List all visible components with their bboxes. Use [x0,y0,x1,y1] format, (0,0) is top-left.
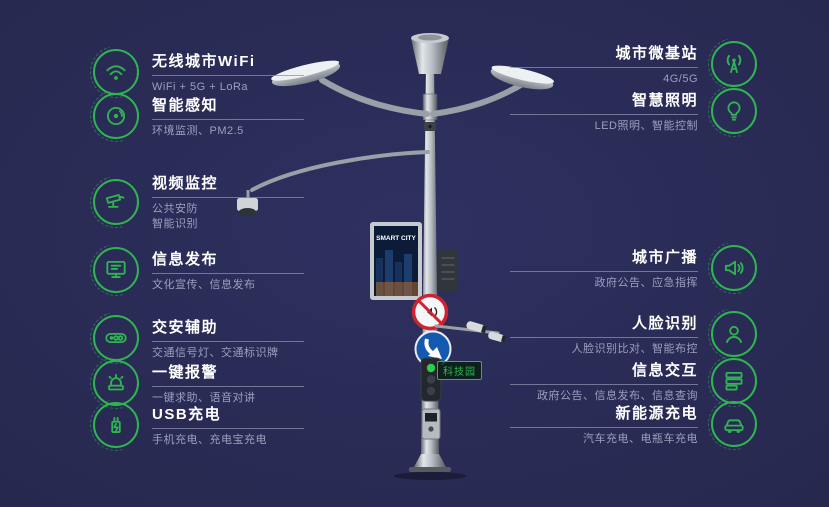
feature-subtitle-line2: 智能识别 [152,217,198,230]
feature-one-key-alarm: 一键报警 一键求助、语音对讲 [93,360,304,406]
feature-text: 智慧照明 LED照明、智能控制 [510,89,698,134]
wifi-icon [93,49,139,95]
feature-video-surveillance: 视频监控 公共安防 智能识别 [93,172,304,232]
feature-information-release: 信息发布 文化宣传、信息发布 [93,247,304,293]
feature-new-energy-charging: 新能源充电 汽车充电、电瓶车充电 [510,401,757,447]
feature-subtitle: 4G/5G [663,72,698,85]
feature-face-recognition: 人脸识别 人脸识别比对、智能布控 [510,311,757,357]
title-underline [152,74,304,76]
feature-title: USB充电 [152,405,222,423]
feature-subtitle: WiFi + 5G + LoRa [152,80,249,93]
feature-title: 智慧照明 [631,91,698,109]
traffic-signal-head [420,357,442,402]
title-underline [152,340,304,342]
feature-text: 一键报警 一键求助、语音对讲 [152,361,304,406]
title-underline [510,66,698,68]
feature-text: USB充电 手机充电、充电宝充电 [152,403,304,448]
title-underline [510,426,698,428]
feature-subtitle: 交通信号灯、交通标识牌 [152,346,279,359]
title-underline [510,270,698,272]
feature-smart-lighting: 智慧照明 LED照明、智能控制 [510,88,757,134]
title-underline [510,383,698,385]
feature-subtitle: 手机充电、充电宝充电 [152,433,267,446]
smart-pole-illustration: SMART CITY [237,33,554,480]
pole-speaker-box [438,249,458,291]
top-lamp [411,33,449,74]
feature-text: 无线城市WiFi WiFi + 5G + LoRa [152,50,304,95]
title-underline [152,385,304,387]
feature-text: 视频监控 公共安防 智能识别 [152,172,304,232]
right-lamp-arm [430,65,554,117]
tech-park-sign: 科技园 [437,361,482,380]
feature-intelligent-sensing: 智能感知 环境监测、PM2.5 [93,93,304,139]
feature-subtitle: 人脸识别比对、智能布控 [571,342,698,355]
feature-subtitle: LED照明、智能控制 [594,119,698,132]
feature-wireless-wifi: 无线城市WiFi WiFi + 5G + LoRa [93,49,304,95]
feature-title: 一键报警 [152,363,219,381]
feature-traffic-safety: 交安辅助 交通信号灯、交通标识牌 [93,315,304,361]
feature-text: 智能感知 环境监测、PM2.5 [152,94,304,139]
face-recognition-icon [711,311,757,357]
environment-sensor [424,122,436,131]
feature-text: 交安辅助 交通信号灯、交通标识牌 [152,316,304,361]
feature-title: 城市广播 [631,248,698,266]
feature-subtitle: 汽车充电、电瓶车充电 [583,432,698,445]
traffic-signal-icon [93,315,139,361]
feature-text: 城市广播 政府公告、应急指挥 [510,246,698,291]
feature-title: 人脸识别 [631,314,698,332]
feature-subtitle: 公共安防 [152,203,198,215]
feature-title: 无线城市WiFi [152,52,256,70]
feature-title: 视频监控 [152,175,219,192]
title-underline [152,118,304,120]
feature-text: 新能源充电 汽车充电、电瓶车充电 [510,402,698,447]
ev-charging-icon [711,401,757,447]
title-underline [152,272,304,274]
display-icon [93,247,139,293]
feature-title: 新能源充电 [615,404,698,422]
pole-display-screen: SMART CITY [370,222,422,300]
broadcast-icon [711,245,757,291]
screen-title-text: SMART CITY [376,235,416,242]
feature-title: 交安辅助 [152,318,219,336]
feature-text: 城市微基站 4G/5G [510,42,698,87]
feature-subtitle: 文化宣传、信息发布 [152,278,256,291]
feature-usb-charging: USB充电 手机充电、充电宝充电 [93,402,304,448]
feature-text: 人脸识别 人脸识别比对、智能布控 [510,312,698,357]
cctv-camera-icon [93,178,139,225]
feature-subtitle: 一键求助、语音对讲 [152,391,256,404]
feature-city-broadcast: 城市广播 政府公告、应急指挥 [510,245,757,291]
title-underline [152,427,304,429]
charging-panel [421,408,441,440]
pole-base [394,454,466,480]
feature-text: 信息交互 政府公告、信息发布、信息查询 [510,359,698,404]
face-recognition-cameras [434,321,507,343]
feature-micro-base-station: 城市微基站 4G/5G [510,41,757,87]
surveillance-camera-arm [237,150,430,216]
title-underline [510,336,698,338]
feature-subtitle: 政府公告、应急指挥 [594,276,698,289]
title-underline [510,113,698,115]
sensing-icon [93,93,139,139]
feature-title: 城市微基站 [615,44,698,62]
usb-icon [93,402,139,448]
feature-text: 信息发布 文化宣传、信息发布 [152,248,304,293]
title-underline [152,197,304,198]
feature-title: 智能感知 [152,96,219,114]
feature-subtitle: 政府公告、信息发布、信息查询 [537,389,698,402]
feature-title: 信息交互 [631,361,698,379]
feature-title: 信息发布 [152,250,219,268]
lighting-icon [711,88,757,134]
no-horn-sign [411,293,449,331]
feature-subtitle: 环境监测、PM2.5 [152,124,244,137]
feature-information-interaction: 信息交互 政府公告、信息发布、信息查询 [510,358,757,404]
base-station-icon [711,41,757,87]
left-lamp-arm [271,60,430,117]
